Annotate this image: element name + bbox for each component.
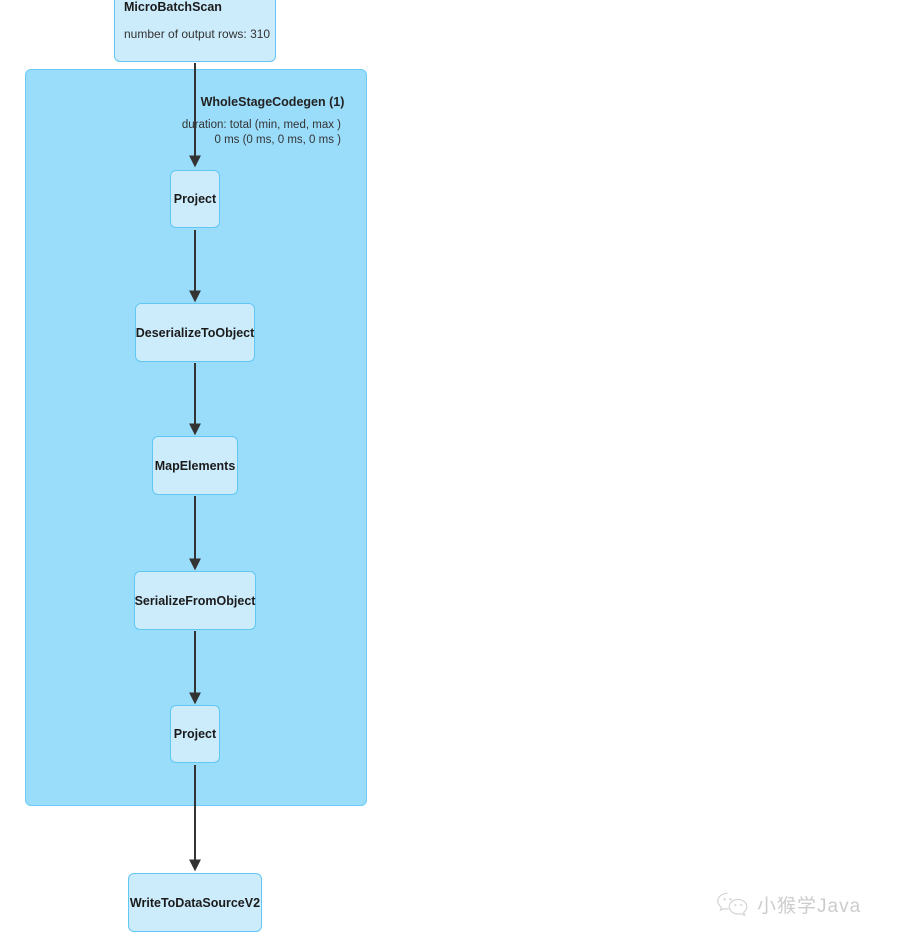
plan-node-microbatchscan[interactable]: MicroBatchScan number of output rows: 31…	[114, 0, 276, 62]
plan-node-project-2-title: Project	[173, 727, 217, 741]
plan-node-project-1-title: Project	[173, 192, 217, 206]
plan-node-serializefromobject-title: SerializeFromObject	[134, 593, 256, 608]
plan-node-mapelements-title: MapElements	[154, 458, 236, 473]
watermark-text: 小猴学Java	[757, 896, 862, 917]
wholestagecodegen-cluster-metric: duration: total (min, med, max ) 0 ms (0…	[181, 119, 341, 146]
plan-node-microbatchscan-title: MicroBatchScan	[124, 0, 222, 14]
plan-node-project-2[interactable]: Project	[170, 705, 220, 763]
plan-node-project-1[interactable]: Project	[170, 170, 220, 228]
plan-node-writetodatasourcev2[interactable]: WriteToDataSourceV2	[128, 873, 262, 932]
plan-node-deserializetoobject[interactable]: DeserializeToObject	[135, 303, 255, 362]
plan-node-serializefromobject[interactable]: SerializeFromObject	[134, 571, 256, 630]
wholestagecodegen-cluster-title: WholeStageCodegen (1)	[200, 95, 345, 109]
watermark: 小猴学Java	[716, 891, 861, 918]
plan-node-deserializetoobject-title: DeserializeToObject	[135, 325, 255, 340]
plan-node-microbatchscan-metric: number of output rows: 310	[124, 27, 271, 41]
wechat-icon	[717, 892, 748, 916]
plan-node-writetodatasourcev2-title: WriteToDataSourceV2	[129, 895, 261, 910]
plan-node-mapelements[interactable]: MapElements	[152, 436, 238, 495]
